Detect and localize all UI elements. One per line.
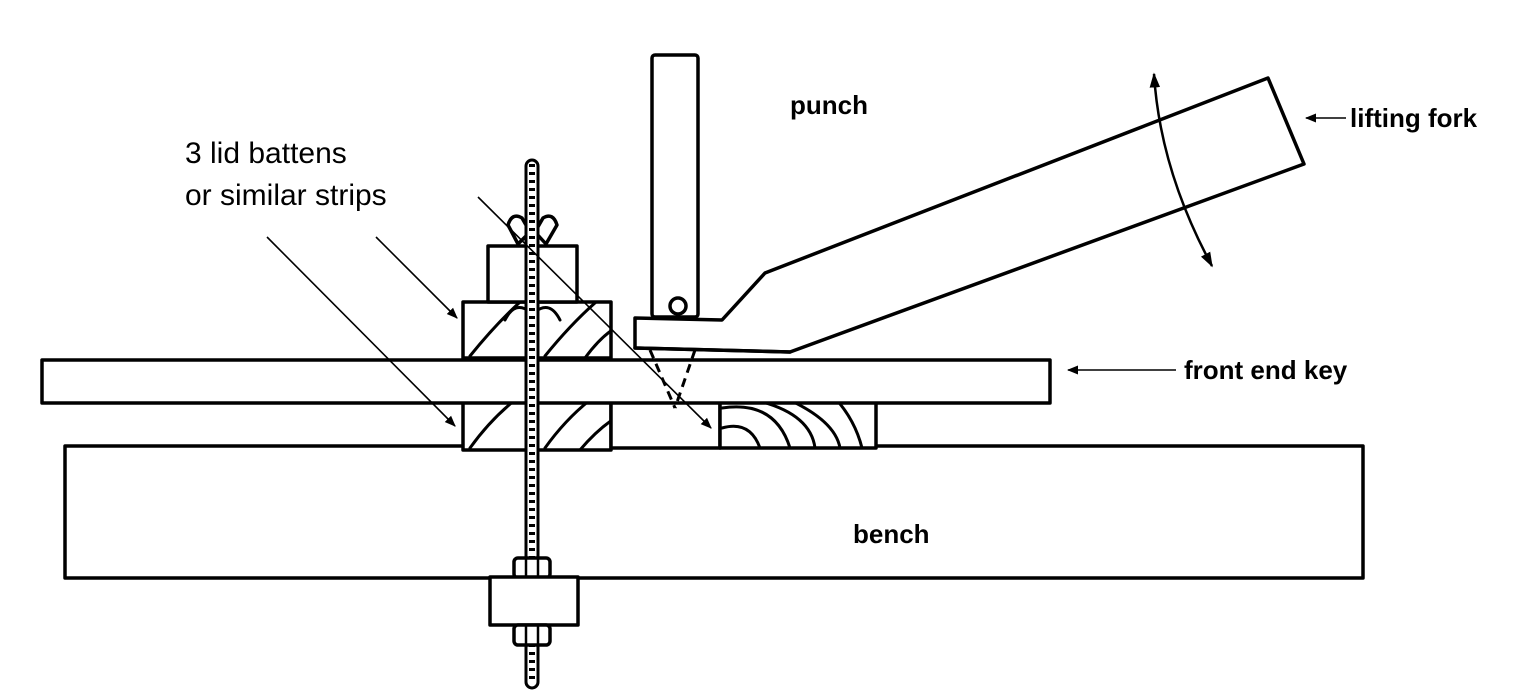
lower-clamp-block bbox=[488, 575, 580, 627]
label-arrows bbox=[1066, 113, 1346, 375]
label-lifting-fork: lifting fork bbox=[1350, 103, 1478, 133]
label-front-end-key: front end key bbox=[1184, 355, 1348, 385]
lower-right-batten bbox=[718, 396, 878, 450]
lifting-fork bbox=[633, 76, 1306, 354]
front-end-key bbox=[40, 358, 1052, 405]
rotation-arrow-icon bbox=[1149, 72, 1214, 268]
label-battens-line2: or similar strips bbox=[185, 179, 387, 212]
spacer-block bbox=[609, 398, 722, 450]
batten-leader-lines bbox=[266, 196, 712, 429]
bench bbox=[63, 444, 1365, 580]
label-punch: punch bbox=[790, 90, 868, 120]
label-bench: bench bbox=[853, 519, 930, 549]
lower-nut-upper bbox=[512, 556, 552, 580]
punch bbox=[650, 53, 700, 319]
lower-nut-bottom bbox=[512, 623, 552, 647]
label-battens-line1: 3 lid battens bbox=[185, 137, 347, 170]
